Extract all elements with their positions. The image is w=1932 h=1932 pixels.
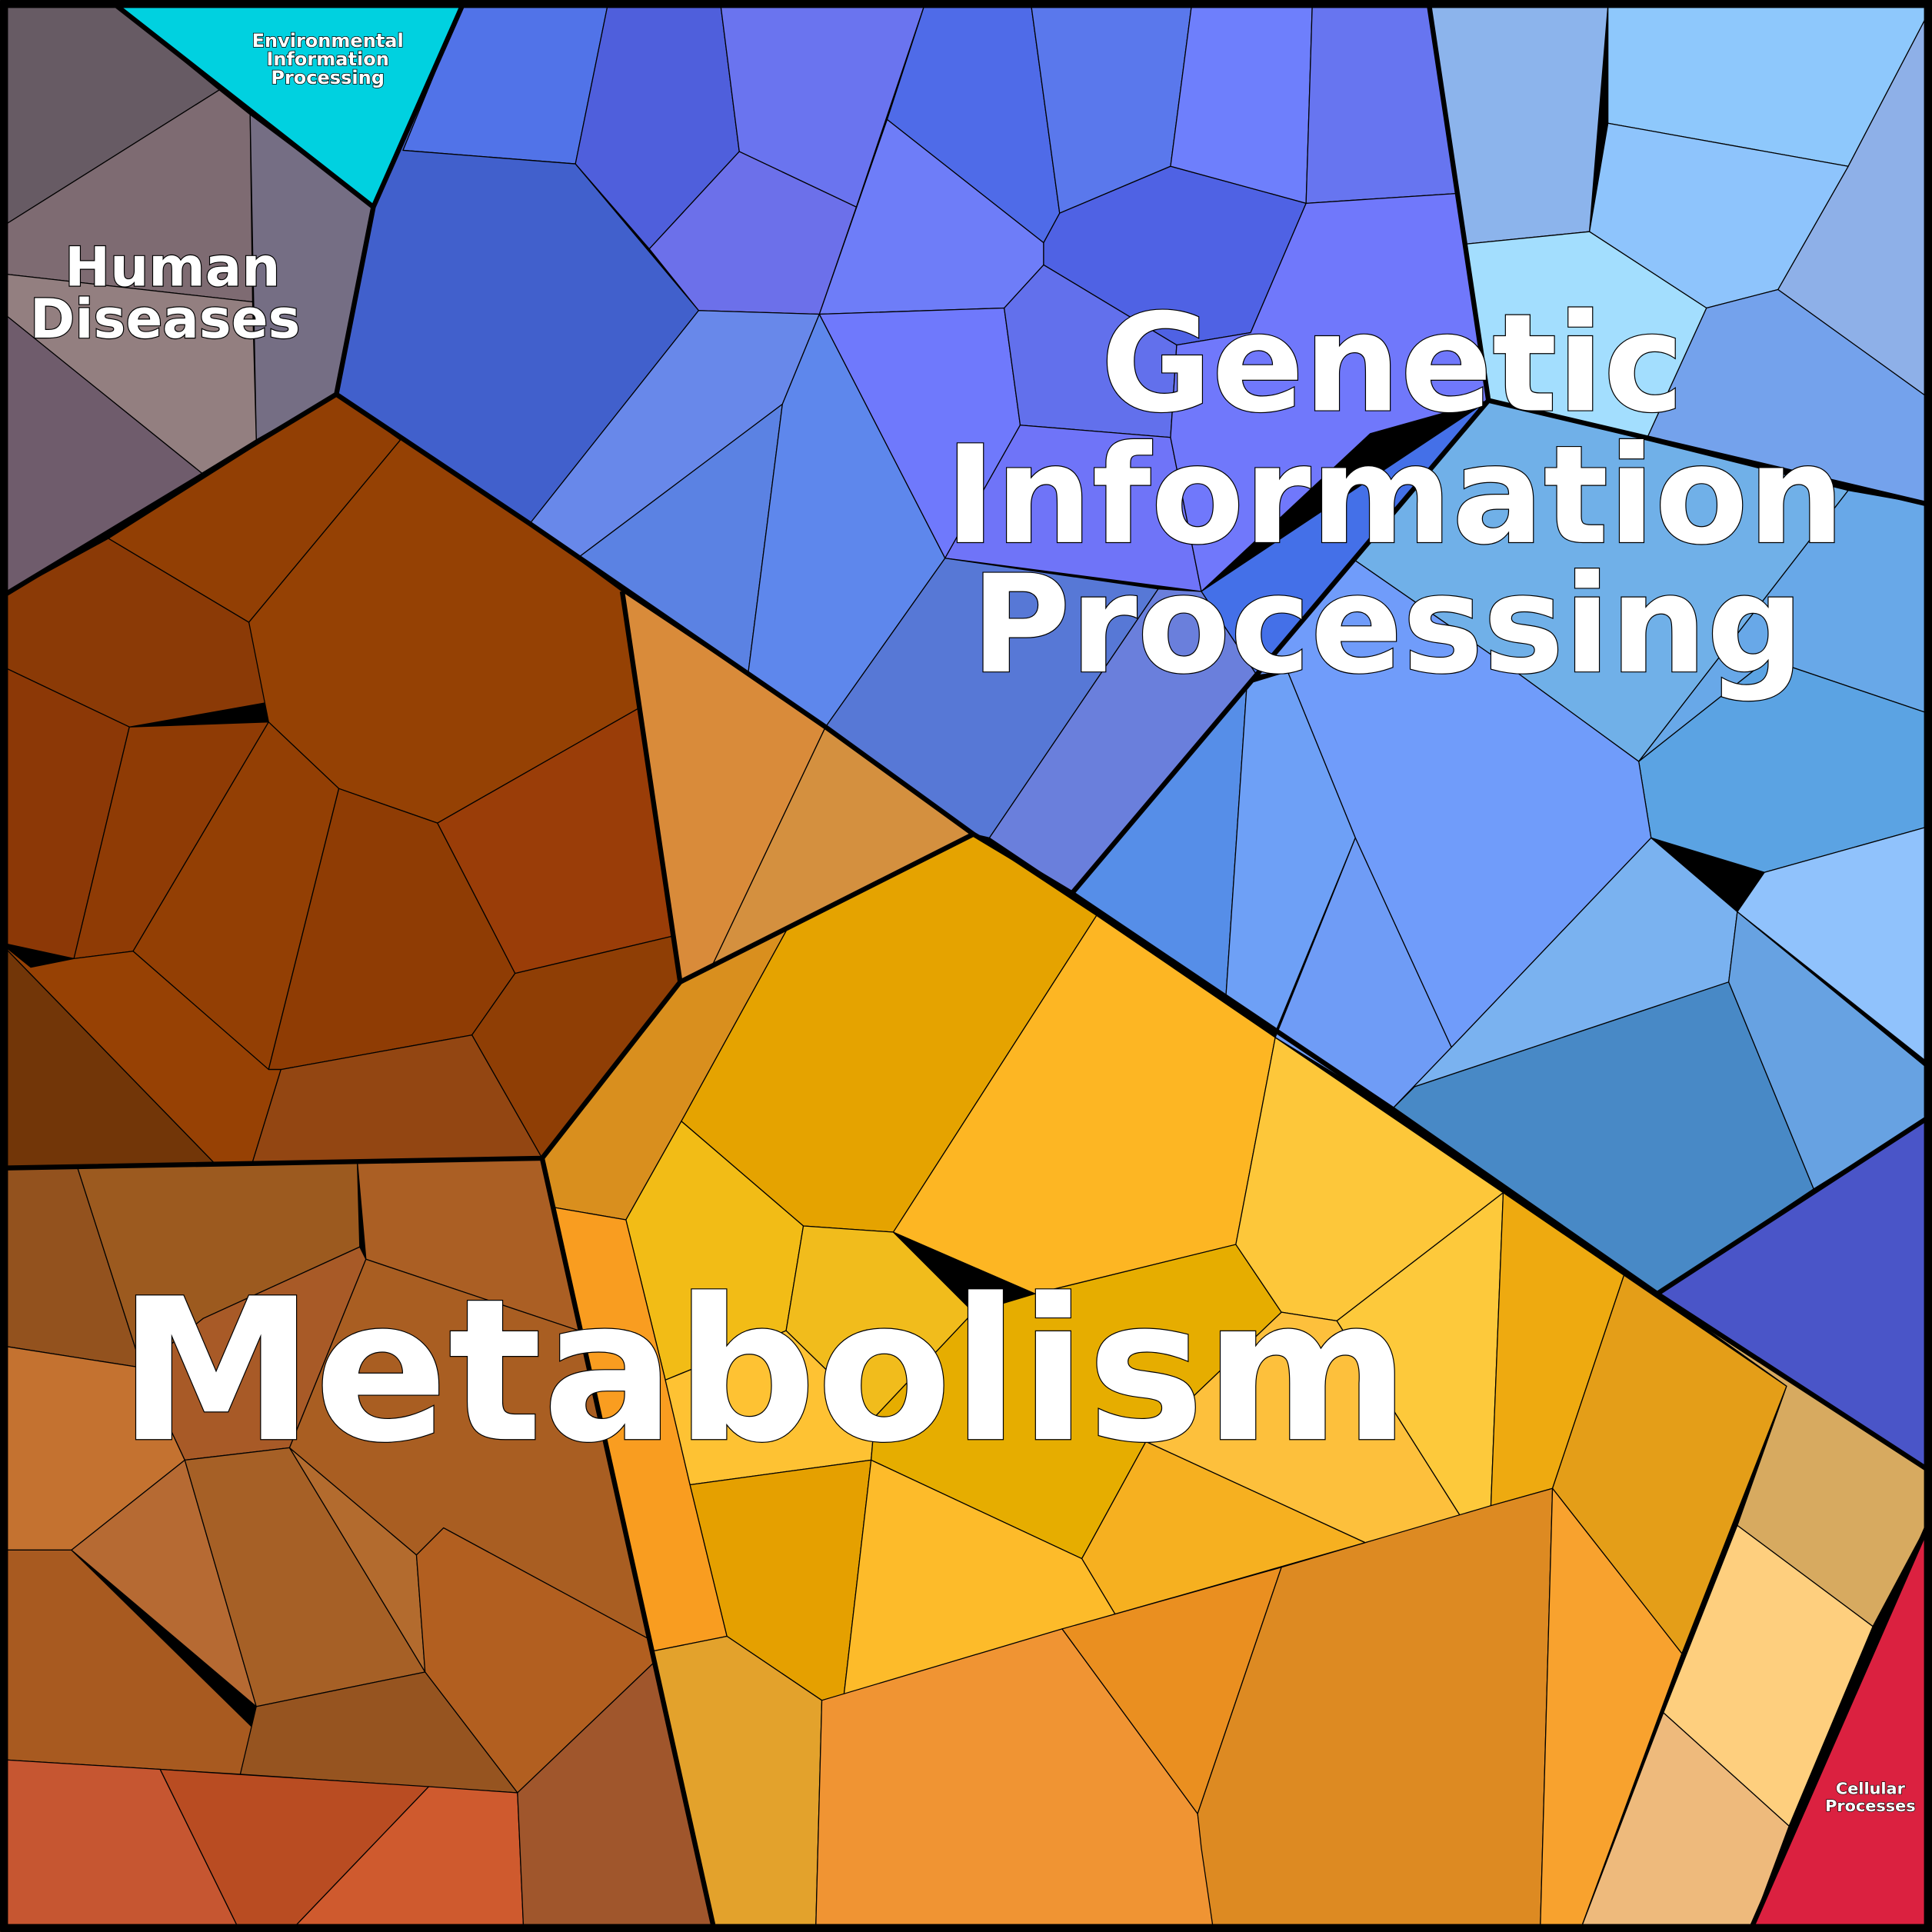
label-human-diseases-line2: Diseases: [30, 288, 301, 351]
cell-metabolism: [159, 1768, 430, 1932]
border-genetic-sub2: [1070, 398, 1491, 895]
cell-metabolism: [288, 1786, 525, 1932]
label-environmental-line1: Environmental: [252, 30, 404, 52]
label-cellular-line2: Processes: [1825, 1797, 1916, 1815]
label-metabolism: Metabolism: [118, 1257, 1410, 1486]
cell-metabolism: [1197, 1487, 1554, 1932]
border-human-diseases: [0, 4, 376, 600]
cell-genetic: [1647, 288, 1932, 506]
border-metabolism-brown: [0, 591, 683, 1171]
cell-metabolism: [1539, 1487, 1683, 1932]
border-genetic-sub3: [1655, 1113, 1932, 1296]
cell-metabolism: [0, 1759, 242, 1932]
border-environmental: [371, 5, 465, 208]
label-genetic-line3: Processing: [971, 545, 1804, 704]
label-human-diseases-line1: Human: [65, 236, 280, 299]
cell-genetic: [1728, 911, 1932, 1190]
label-genetic-line2: Information: [945, 416, 1844, 575]
cell-metabolism: [517, 1663, 715, 1932]
cell-metabolism: [1579, 1712, 1790, 1932]
label-genetic-line1: Genetic: [1101, 284, 1684, 442]
border-metabolism-brown2: [678, 831, 975, 984]
border-cellular: [1747, 1514, 1932, 1932]
border-metabolism-lower: [539, 1158, 718, 1932]
label-environmental-line3: Processing: [271, 67, 385, 88]
cell-human-diseases: [0, 89, 254, 303]
cell-genetic: [1737, 824, 1932, 1067]
border-genetic-metabolism: [335, 391, 1932, 1475]
label-environmental-line2: Information: [266, 48, 388, 70]
labels: Metabolism Genetic Information Processin…: [29, 29, 1917, 1816]
label-cellular-line1: Cellular: [1836, 1780, 1906, 1798]
